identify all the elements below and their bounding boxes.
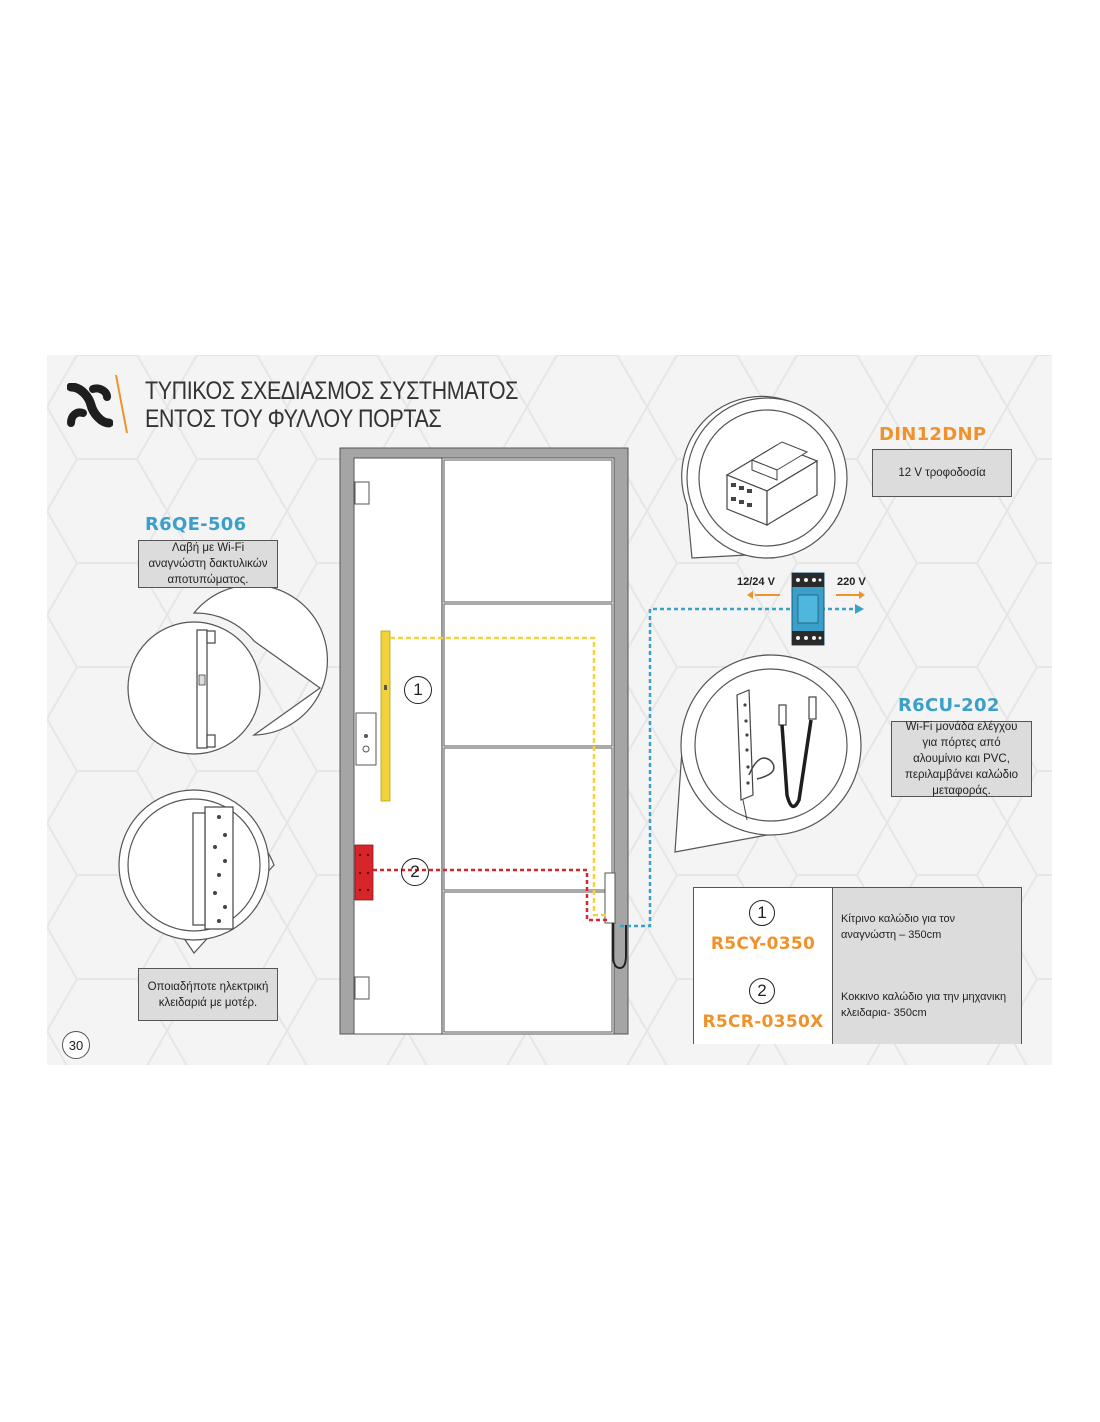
control-code: R6CU-202 [898, 695, 1000, 716]
handle-code: R6QE-506 [145, 514, 247, 535]
din-power-module [791, 572, 825, 646]
cable-legend-table: 1 R5CY-0350 Κίτρινο καλώδιο για τον αναγ… [693, 887, 1022, 1044]
handle-callout [127, 584, 329, 755]
blue-cable-path [620, 607, 855, 928]
legend-row: 2 R5CR-0350X Κοκκινο καλώδιο για την μηχ… [694, 966, 1021, 1044]
power-code: DIN12DNP [879, 424, 987, 445]
document-page: ΤΥΠΙΚΟΣ ΣΧΕΔΙΑΣΜΟΣ ΣΥΣΤΗΜΑΤΟΣ ΕΝΤΟΣ ΤΟΥ … [47, 355, 1052, 1065]
power-description: 12 V τροφοδοσία [872, 449, 1012, 497]
lock-description: Οποιαδήποτε ηλεκτρική κλειδαριά με μοτέρ… [138, 968, 278, 1021]
marker-2: 2 [401, 858, 429, 886]
page-number: 30 [62, 1031, 90, 1059]
legend-text: Κοκκινο καλώδιο για την μηχανικη κλειδαρ… [833, 966, 1021, 1044]
door-wiring-diagram [118, 395, 865, 1035]
legend-text: Κίτρινο καλώδιο για τον αναγνώστη – 350c… [833, 888, 1021, 966]
brand-logo-icon [67, 383, 113, 428]
legend-code: R5CY-0350 [710, 934, 816, 954]
legend-number: 1 [749, 900, 775, 926]
title-line-2: ΕΝΤΟΣ ΤΟΥ ΦΥΛΛΟΥ ΠΟΡΤΑΣ [145, 405, 442, 433]
marker-1: 1 [404, 676, 432, 704]
page-title: ΤΥΠΙΚΟΣ ΣΧΕΔΙΑΣΜΟΣ ΣΥΣΤΗΜΑΤΟΣ ΕΝΤΟΣ ΤΟΥ … [145, 377, 518, 433]
handle-bar [380, 630, 391, 802]
legend-row: 1 R5CY-0350 Κίτρινο καλώδιο για τον αναγ… [694, 888, 1021, 967]
voltage-right-label: 220 V [837, 576, 866, 588]
motor-lock-icon [192, 806, 234, 930]
red-cable-path [373, 868, 609, 922]
yellow-cable-path [390, 636, 609, 917]
handle-description: Λαβή με Wi-Fi αναγνώστη δακτυλικών αποτυ… [138, 540, 278, 588]
fingerprint-handle-icon [196, 629, 216, 749]
control-unit-icon [736, 689, 817, 821]
legend-number: 2 [749, 978, 775, 1004]
motor-lock-block [354, 844, 374, 901]
title-line-1: ΤΥΠΙΚΟΣ ΣΧΕΔΙΑΣΜΟΣ ΣΥΣΤΗΜΑΤΟΣ [145, 377, 518, 405]
voltage-left-label: 12/24 V [737, 576, 775, 588]
control-description: Wi-Fi μονάδα ελέγχου για πόρτες από αλου… [891, 721, 1032, 797]
legend-code: R5CR-0350X [702, 1012, 824, 1032]
title-divider [115, 374, 128, 434]
din-power-supply-icon [725, 441, 819, 527]
control-callout [674, 654, 862, 853]
